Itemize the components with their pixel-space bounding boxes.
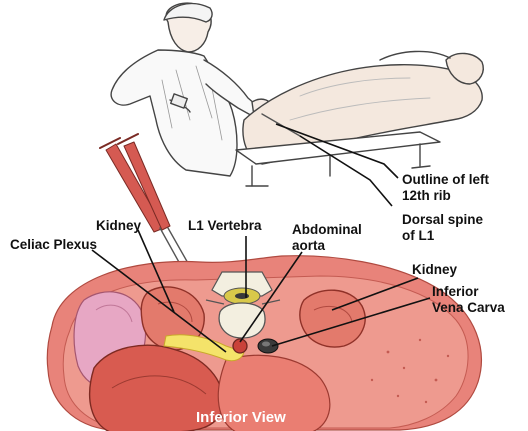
label-inferior-view: Inferior View (196, 410, 286, 425)
label-dorsal-spine-1: Dorsal spine (402, 212, 483, 227)
label-abdominal-2: aorta (292, 238, 325, 253)
label-abdominal-1: Abdominal (292, 222, 362, 237)
vertebral-body (219, 303, 265, 338)
right-organ (300, 290, 365, 347)
label-outline-rib-1: Outline of left (402, 172, 489, 187)
label-ivc-2: Vena Carva (432, 300, 505, 315)
label-celiac-plexus: Celiac Plexus (10, 237, 97, 252)
cross-section (47, 256, 481, 431)
label-dorsal-spine-2: of L1 (402, 228, 434, 243)
label-l1-vertebra: L1 Vertebra (188, 218, 262, 233)
label-ivc-1: Inferior (432, 284, 479, 299)
label-kidney-left: Kidney (96, 218, 141, 233)
label-outline-rib-2: 12th rib (402, 188, 451, 203)
label-kidney-right: Kidney (412, 262, 457, 277)
